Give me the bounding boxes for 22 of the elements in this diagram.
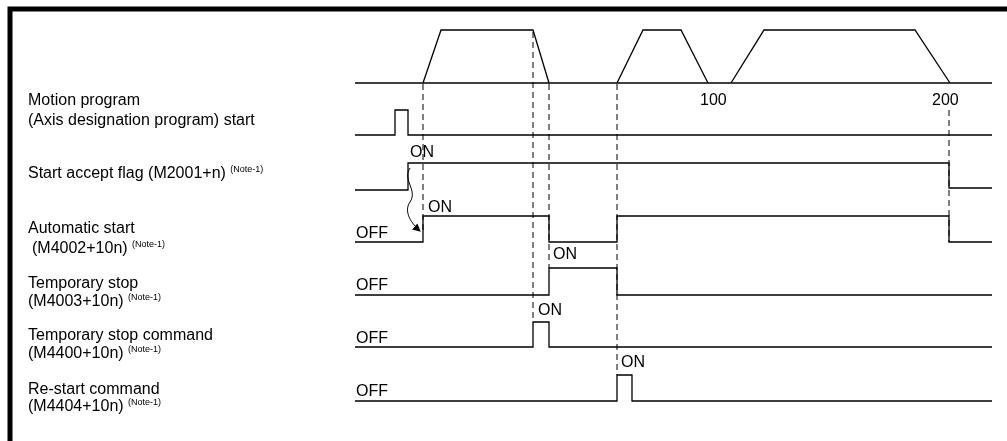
state-label: ON bbox=[621, 353, 645, 371]
signal-name: Temporary stop bbox=[28, 274, 139, 292]
state-label: ON bbox=[538, 301, 562, 319]
signal-address: (M4404+10n) $^{(Note-1)}$ bbox=[28, 397, 162, 415]
signal-name: Motion program bbox=[28, 91, 141, 109]
tick-label: 200 bbox=[932, 91, 959, 109]
signal-name: Temporary stop command bbox=[28, 326, 213, 344]
signal-address: (M4003+10n) $^{(Note-1)}$ bbox=[28, 292, 162, 310]
state-label: ON bbox=[410, 143, 434, 161]
state-label: OFF bbox=[356, 329, 388, 347]
signal-name: (Axis designation program) start bbox=[28, 111, 255, 129]
state-label: OFF bbox=[356, 382, 388, 400]
tick-label: 100 bbox=[700, 91, 727, 109]
signal-name: Re-start command bbox=[28, 380, 160, 398]
state-label: ON bbox=[553, 245, 577, 263]
signal-name: Automatic start bbox=[28, 219, 135, 237]
state-label: OFF bbox=[356, 276, 388, 294]
signal-address: (M4002+10n) $^{(Note-1)}$ bbox=[32, 239, 166, 257]
signal-name: Start accept flag (M2001+n) $^{(Note-1)}$ bbox=[28, 164, 264, 182]
signal-address: (M4400+10n) $^{(Note-1)}$ bbox=[28, 344, 162, 362]
state-label: OFF bbox=[356, 224, 388, 242]
state-label: ON bbox=[428, 198, 452, 216]
